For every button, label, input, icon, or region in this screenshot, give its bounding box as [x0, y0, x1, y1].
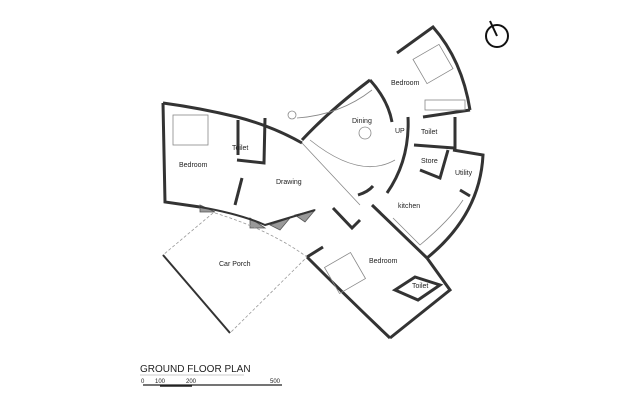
scale-tick-500: 500 [270, 379, 281, 385]
scale-tick-0: 0 [141, 379, 145, 385]
room-label-up: UP [395, 128, 405, 135]
room-label-kitchen: kitchen [398, 203, 420, 210]
plan-title: GROUND FLOOR PLAN [140, 364, 251, 375]
room-label-bedroom-w: Bedroom [179, 162, 208, 169]
room-label-dining: Dining [352, 118, 372, 125]
room-label-store: Store [421, 158, 438, 165]
scale-bar: 0 100 200 500 [141, 379, 282, 387]
room-label-toilet-ne: Toilet [421, 129, 437, 136]
walls [161, 24, 485, 340]
room-label-toilet-s: Toilet [412, 283, 428, 290]
room-label-bedroom-ne: Bedroom [391, 80, 420, 87]
room-label-drawing: Drawing [276, 179, 302, 186]
room-label-utility: Utility [455, 170, 473, 177]
scale-tick-100: 100 [155, 379, 166, 385]
room-label-bedroom-s: Bedroom [369, 258, 398, 265]
room-label-car-porch: Car Porch [219, 261, 251, 268]
north-arrow-icon [485, 20, 509, 48]
room-label-toilet-w: Toilet [232, 145, 248, 152]
car-porch-outline [162, 212, 308, 334]
scale-tick-200: 200 [186, 379, 197, 385]
